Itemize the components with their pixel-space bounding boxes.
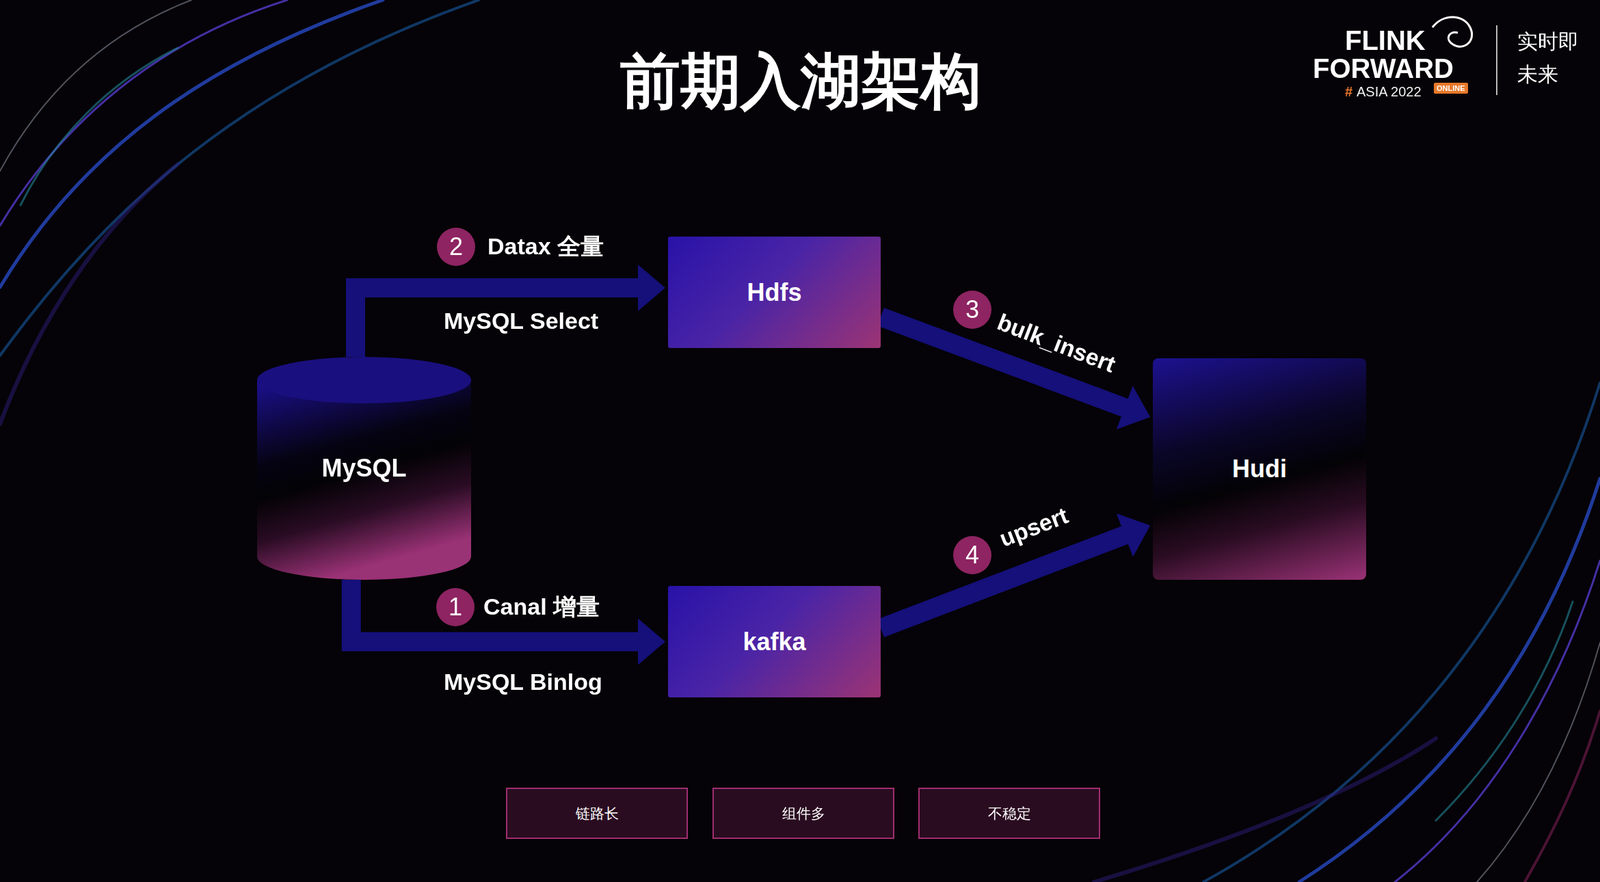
logo-text: ONLINE bbox=[1433, 82, 1469, 94]
database-cylinder: MySQL bbox=[257, 356, 472, 580]
logo-text: 实时即未来 bbox=[1517, 25, 1579, 91]
edge-label: Canal 增量 bbox=[483, 591, 600, 623]
logo-divider bbox=[1496, 25, 1498, 96]
logo-text: ASIA 2022 bbox=[1356, 84, 1422, 100]
storage-box: Hudi bbox=[1152, 358, 1367, 580]
node-label: 链路长 bbox=[575, 804, 619, 824]
callout-number: 1 bbox=[436, 588, 475, 627]
callout-number: 4 bbox=[953, 536, 992, 575]
flow-arrow bbox=[351, 579, 666, 666]
storage-box: kafka bbox=[668, 585, 881, 698]
issue-tag: 组件多 bbox=[712, 787, 895, 839]
edge-label: upsert bbox=[996, 501, 1073, 553]
callout-number: 2 bbox=[436, 227, 476, 266]
source-note: MySQL Select bbox=[443, 307, 599, 335]
issue-tag: 不稳定 bbox=[918, 787, 1101, 839]
logo-text: FLINK bbox=[1344, 25, 1426, 57]
issue-tag: 链路长 bbox=[505, 787, 688, 839]
source-note: MySQL Binlog bbox=[443, 668, 603, 696]
node-label: kafka bbox=[742, 627, 806, 657]
node-label: Hdfs bbox=[747, 278, 803, 308]
callout-number: 3 bbox=[953, 290, 992, 329]
flow-arrow bbox=[355, 264, 666, 357]
logo-squirrel bbox=[1432, 17, 1473, 47]
logo-text: FORWARD bbox=[1312, 53, 1454, 85]
node-label: MySQL bbox=[321, 454, 407, 483]
logo-text: # bbox=[1344, 84, 1353, 100]
diagram-title: 前期入湖架构 bbox=[620, 41, 982, 123]
node-label: 组件多 bbox=[782, 804, 826, 824]
node-label: Hudi bbox=[1232, 454, 1287, 484]
edge-label: Datax 全量 bbox=[487, 231, 604, 263]
node-label: 不稳定 bbox=[988, 804, 1032, 824]
storage-box: Hdfs bbox=[668, 236, 881, 349]
